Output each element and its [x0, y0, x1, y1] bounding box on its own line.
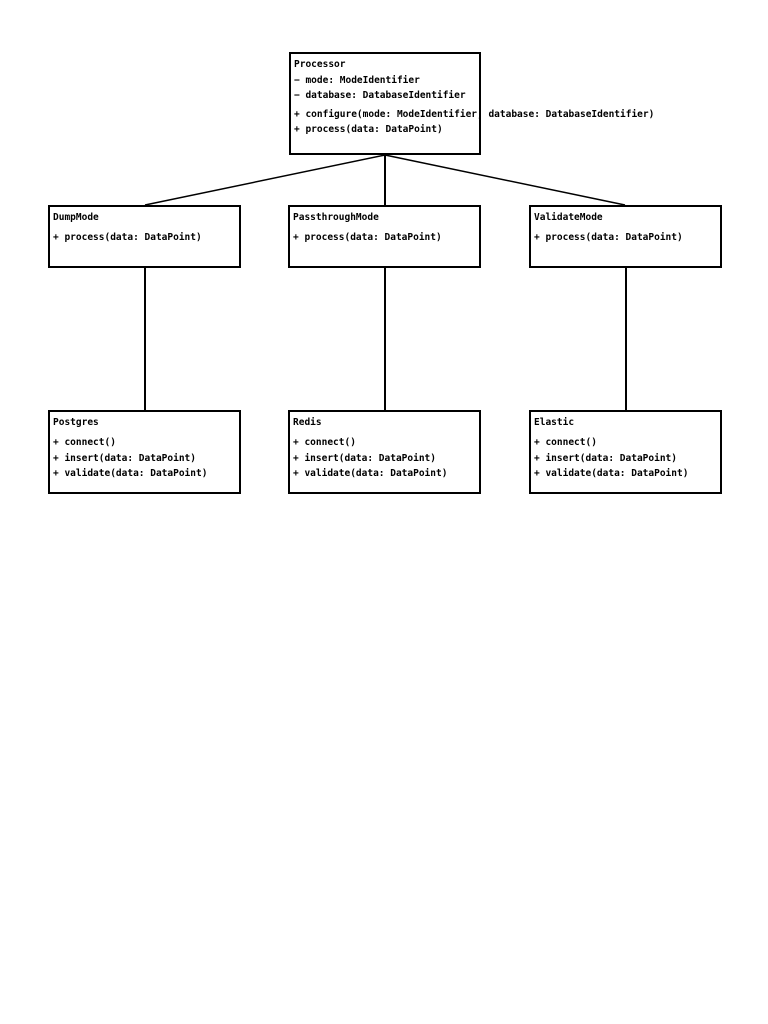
class-box-redis: Redis + connect() + insert(data: DataPoi… — [288, 410, 481, 494]
class-operation: + insert(data: DataPoint) — [534, 452, 677, 464]
class-operation: + process(data: DataPoint) — [293, 232, 442, 243]
class-name: ValidateMode — [534, 212, 603, 223]
connector-processor-validatemode — [384, 154, 626, 206]
class-operation: + process(data: DataPoint) — [534, 232, 683, 243]
class-operation: + connect() — [534, 437, 597, 448]
class-operation: + connect() — [293, 437, 356, 448]
class-box-passthroughmode: PassthroughMode + process(data: DataPoin… — [288, 205, 481, 268]
class-box-processor: Processor − mode: ModeIdentifier − datab… — [289, 52, 655, 155]
class-operation: + validate(data: DataPoint) — [293, 468, 448, 479]
class-box-postgres: Postgres + connect() + insert(data: Data… — [48, 410, 241, 494]
class-name: Redis — [293, 417, 322, 428]
class-operation: + configure(mode: ModeIdentifier, databa… — [294, 109, 655, 120]
class-name: PassthroughMode — [293, 212, 379, 223]
class-operation: + connect() — [53, 437, 116, 448]
class-attribute: − database: DatabaseIdentifier — [294, 90, 466, 101]
class-name: Elastic — [534, 417, 575, 428]
class-operation: + validate(data: DataPoint) — [53, 468, 208, 479]
class-name: Processor — [294, 59, 346, 70]
class-name: DumpMode — [53, 212, 99, 223]
class-attribute: − mode: ModeIdentifier — [294, 75, 420, 86]
class-operation: + insert(data: DataPoint) — [293, 452, 436, 464]
class-operation: + process(data: DataPoint) — [294, 124, 443, 135]
class-name: Postgres — [53, 417, 99, 428]
class-box-dumpmode: DumpMode + process(data: DataPoint) — [48, 205, 241, 268]
class-box-elastic: Elastic + connect() + insert(data: DataP… — [529, 410, 722, 494]
class-operation: + insert(data: DataPoint) — [53, 452, 196, 464]
connector-processor-dumpmode — [144, 154, 386, 206]
class-operation: + validate(data: DataPoint) — [534, 468, 689, 479]
class-box-validatemode: ValidateMode + process(data: DataPoint) — [529, 205, 722, 268]
class-operation: + process(data: DataPoint) — [53, 232, 202, 243]
